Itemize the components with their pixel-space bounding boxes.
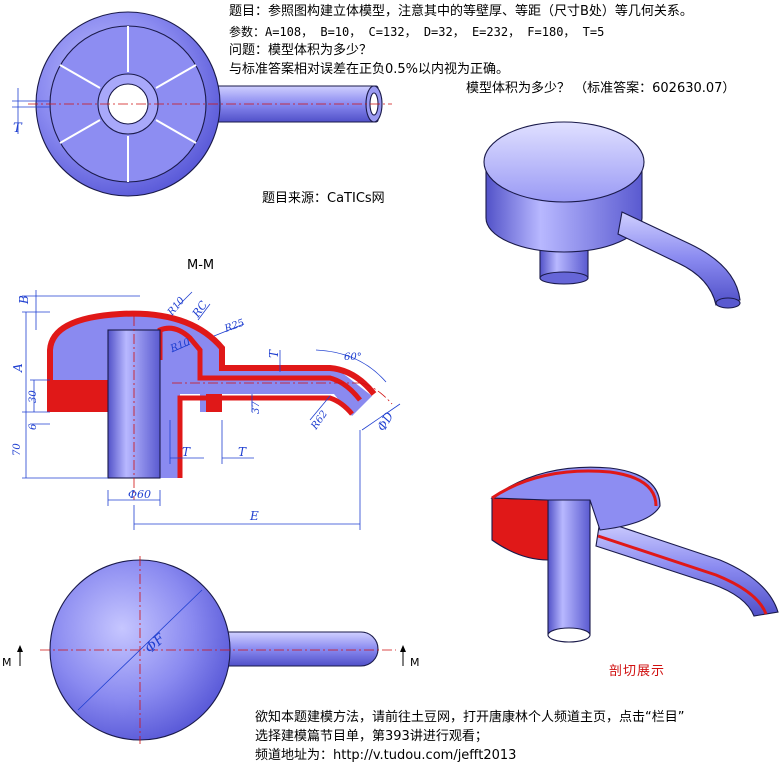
problem-answer: 模型体积为多少？ （标准答案：602630.07） — [466, 81, 736, 96]
dim-T-top: T — [13, 121, 23, 136]
dim-R25: R25 — [222, 318, 246, 336]
problem-title: 题目：参照图构建立体模型，注意其中的等壁厚、等距（尺寸B处）等几何关系。 — [229, 4, 693, 19]
dim-B: B — [17, 295, 31, 305]
dim-6: 6 — [28, 423, 39, 430]
dim-phiF-line — [77, 589, 203, 711]
cut-tube-bottom — [547, 627, 591, 643]
cut-tube — [547, 489, 591, 636]
cut-dome — [490, 466, 661, 531]
label-M-left: M — [2, 656, 12, 669]
dim-37: 37 — [251, 401, 262, 414]
footer-line1: 欲知本题建模方法，请前往土豆网，打开唐康林个人频道主页，点击“栏目” — [255, 710, 685, 725]
cutaway-view — [490, 466, 779, 643]
section-bottom-right — [206, 394, 222, 412]
section-outer-wall — [47, 310, 377, 412]
dim-E: E — [249, 509, 259, 523]
section-centerline-arc — [361, 382, 393, 405]
section-marker-right: M — [400, 645, 420, 669]
bottom-view: ΦF M M — [2, 556, 420, 744]
dim-angle-60: 60° — [344, 352, 362, 363]
dim-A: A — [11, 363, 25, 373]
problem-params: 参数：A=108， B=10， C=132， D=32， E=232， F=18… — [229, 25, 605, 39]
cut-caption: 剖切展示 — [609, 664, 666, 679]
section-marker-left: M — [2, 645, 23, 669]
dim-R62: R62 — [309, 409, 330, 433]
top-view-ribs — [59, 26, 197, 182]
dim-T-right: T — [238, 445, 247, 459]
source-label: 题目来源：CaTICs网 — [262, 191, 385, 206]
dim-T-pipe: T — [267, 349, 281, 358]
dim-30: 30 — [28, 390, 39, 403]
iso-view — [483, 121, 741, 309]
section-bottom-ring — [50, 380, 108, 412]
section-inner-wall — [157, 325, 362, 402]
cut-body — [491, 497, 549, 561]
section-lower-wall — [177, 395, 354, 478]
dim-phi60: Φ60 — [128, 488, 151, 501]
cut-dome-rim — [491, 469, 658, 507]
dim-70: 70 — [12, 443, 23, 456]
top-view: T — [12, 11, 392, 197]
dim-RC: RC — [189, 298, 210, 320]
problem-question: 问题：模型体积为多少？ — [229, 43, 373, 58]
dim-phiD: ΦD — [374, 409, 396, 433]
section-title: M-M — [187, 258, 215, 273]
iso-pipe-end — [715, 297, 741, 309]
iso-top — [483, 121, 645, 203]
cut-pipe — [595, 519, 779, 617]
problem-tolerance: 与标准答案相对误差在正负0.5%以内视为正确。 — [229, 62, 510, 77]
label-M-right: M — [410, 656, 420, 669]
footer-line2: 选择建模篇节目单，第393讲进行观看； — [255, 729, 488, 744]
dim-T-left: T — [182, 445, 191, 459]
footer-line3: 频道地址为：http://v.tudou.com/jefft2013 — [255, 748, 517, 763]
cut-pipe-red — [597, 534, 768, 615]
iso-pipe — [617, 211, 741, 306]
section-view: B A 30 6 70 R10 RC R25 R10 T 60° 37 R62 … — [11, 290, 401, 530]
iso-neck-bottom — [539, 271, 589, 285]
